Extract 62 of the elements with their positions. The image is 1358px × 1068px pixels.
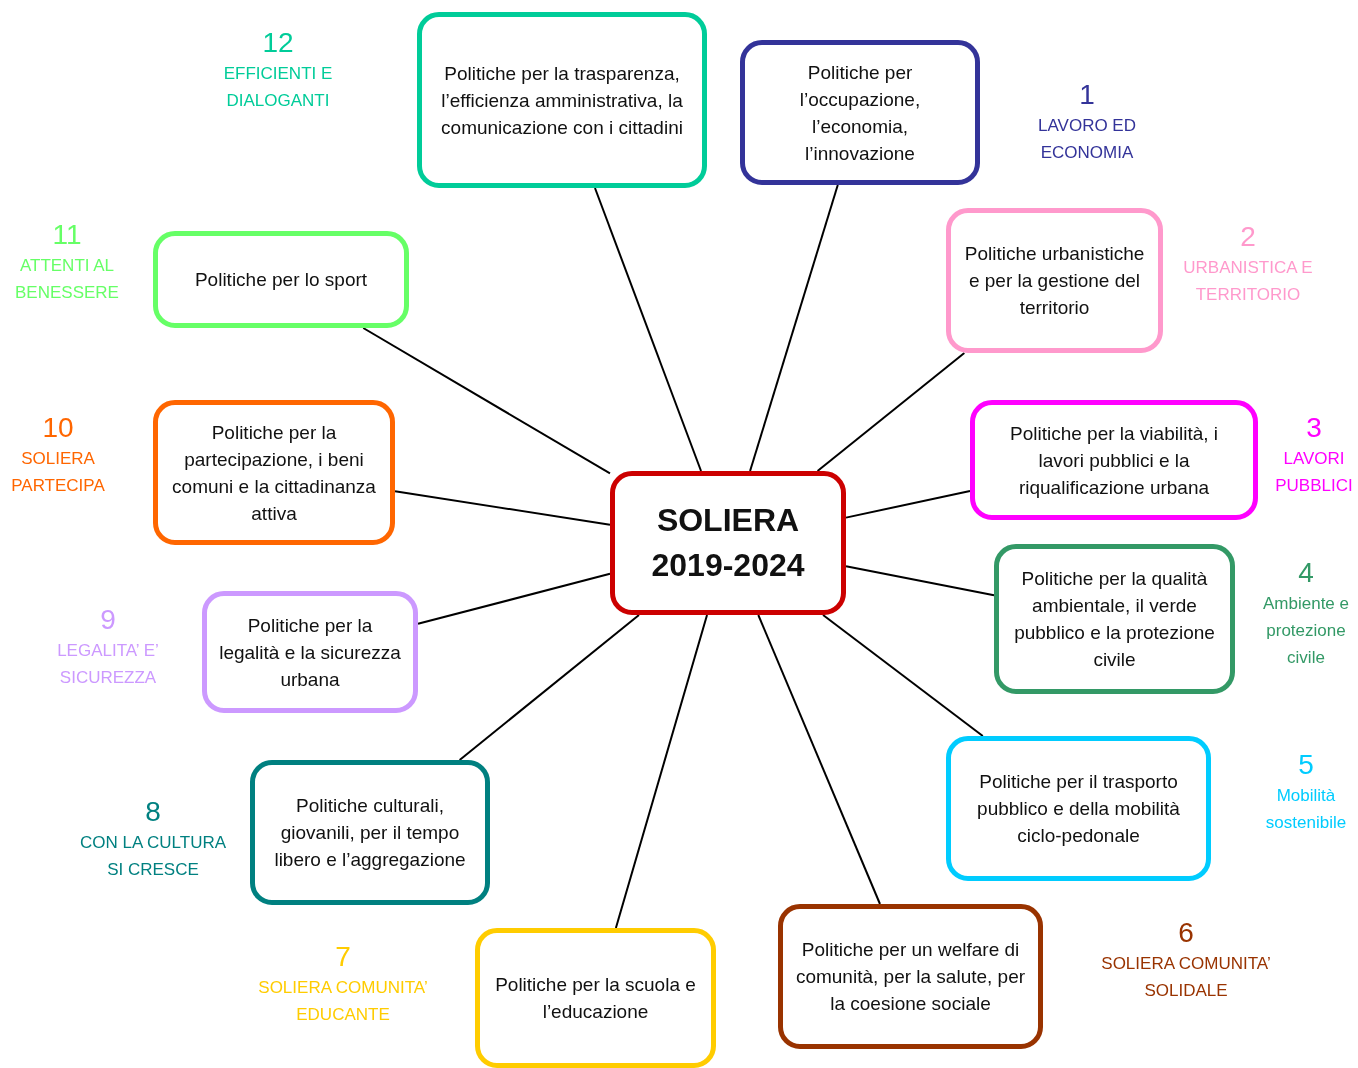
- area-number: 8: [144, 795, 162, 829]
- policy-text: Politiche per la legalità e la sicurezza urbana: [219, 613, 401, 692]
- central-box: [610, 471, 846, 615]
- connector-line: [594, 187, 702, 472]
- policy-box: [778, 904, 1043, 1049]
- area-number: 10: [41, 411, 75, 445]
- area-number: 4: [1297, 556, 1315, 590]
- policy-text: Politiche per lo sport: [194, 268, 368, 292]
- area-number: 5: [1297, 748, 1315, 782]
- policy-box: [202, 591, 418, 713]
- policy-box: [946, 208, 1163, 353]
- area-label: LAVORI PUBBLICI: [1274, 448, 1354, 497]
- area-label: LEGALITA’ E’ SICUREZZA: [56, 640, 160, 689]
- area-number: 1: [1078, 78, 1096, 112]
- policy-box: [475, 928, 716, 1068]
- connector-line: [845, 565, 995, 597]
- area-label: SOLIERA COMUNITA’ SOLIDALE: [1100, 953, 1272, 1002]
- area-label: SOLIERA PARTECIPA: [10, 448, 106, 497]
- area-label: SOLIERA COMUNITA’ EDUCANTE: [257, 977, 429, 1026]
- area-number: 9: [99, 603, 117, 637]
- policy-box: [417, 12, 707, 188]
- connector-line: [822, 614, 984, 737]
- central-title: SOLIERA 2019-2024: [650, 501, 806, 585]
- connector-line: [458, 614, 640, 761]
- policy-text: Politiche per la scuola e l’educazione: [494, 973, 697, 1024]
- connector-line: [614, 614, 709, 929]
- area-number: 6: [1177, 916, 1195, 950]
- connector-line: [362, 327, 611, 475]
- connector-line: [816, 352, 966, 472]
- policy-text: Politiche per l’occupazione, l’economia, l’innovazione: [798, 60, 922, 166]
- area-number: 3: [1305, 411, 1323, 445]
- area-number: 7: [334, 940, 352, 974]
- policy-box: [740, 40, 980, 185]
- policy-box: [250, 760, 490, 905]
- area-label: EFFICIENTI E DIALOGANTI: [222, 63, 334, 112]
- policy-text: Politiche culturali, giovanili, per il tempo libero e l’aggregazione: [273, 794, 467, 872]
- connector-line: [394, 490, 611, 526]
- area-label: CON LA CULTURA SI CRESCE: [78, 832, 228, 881]
- policy-text: Politiche per la qualità ambientale, il verde pubblico e la protezione civile: [1013, 567, 1216, 672]
- policy-text: Politiche per la partecipazione, i beni comuni e la cittadinanza attiva: [171, 420, 377, 526]
- policy-box: [946, 736, 1211, 881]
- connector-line: [417, 572, 611, 625]
- area-number: 11: [51, 218, 83, 252]
- policy-box: [994, 544, 1235, 694]
- policy-box: [153, 400, 395, 545]
- policy-box: [970, 400, 1258, 520]
- policy-text: Politiche per il trasporto pubblico e della mobilità ciclo-pedonale: [976, 770, 1181, 848]
- policy-text: Politiche per un welfare di comunità, per la salute, per la coesione sociale: [795, 938, 1026, 1016]
- area-label: ATTENTI AL BENESSERE: [14, 255, 120, 304]
- connector-line: [757, 614, 881, 905]
- policy-text: Politiche per la viabilità, i lavori pubblici e la riqualificazione urbana: [1008, 421, 1219, 500]
- connector-line: [845, 489, 971, 519]
- area-number: 2: [1239, 220, 1257, 254]
- policy-box: [153, 231, 409, 328]
- policy-text: Politiche urbanistiche e per la gestione del territorio: [963, 242, 1146, 320]
- area-label: URBANISTICA E TERRITORIO: [1182, 257, 1314, 306]
- area-label: LAVORO ED ECONOMIA: [1037, 115, 1137, 164]
- area-label: Ambiente e protezione civile: [1262, 593, 1350, 669]
- connector-line: [749, 184, 839, 472]
- policy-text: Politiche per la trasparenza, l’efficienza amministrativa, la comunicazione con i cittadini: [440, 61, 684, 140]
- area-number: 12: [261, 26, 295, 60]
- area-label: Mobilità sostenibile: [1264, 785, 1348, 834]
